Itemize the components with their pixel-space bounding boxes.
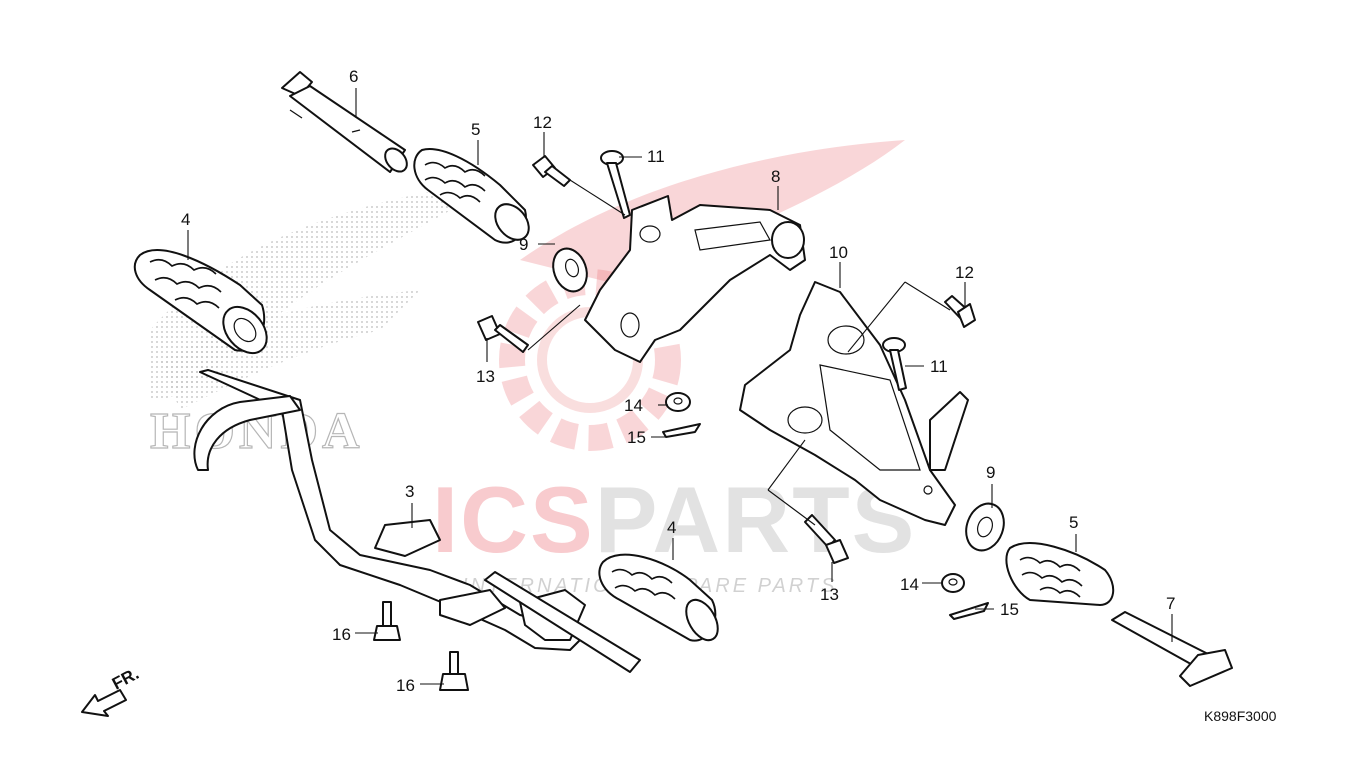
front-arrow-icon [81,689,127,717]
callout-16-lower: 16 [396,676,415,695]
part-7-pin-right [1111,611,1233,687]
callout-7: 7 [1166,594,1175,613]
callout-13-lower: 13 [820,585,839,604]
callout-14-lower: 14 [900,575,919,594]
part-4-footpeg-rubber-left [133,249,268,355]
part-13-bolt-upper [477,315,529,353]
callout-8: 8 [771,167,780,186]
part-11-pin-right [882,337,907,391]
callout-6: 6 [349,67,358,86]
part-3-step-bar [193,369,641,673]
part-6-pin [281,71,408,173]
part-5-footpeg-rubber-right [1005,542,1115,606]
callout-11-top: 11 [647,147,665,166]
part-9-washer-right [965,502,1005,552]
part-5-footpeg-rubber [413,148,530,244]
callout-14-upper: 14 [624,396,643,415]
part-8-step-holder [584,195,806,363]
callout-15-lower: 15 [1000,600,1019,619]
part-16-bolt-lower [439,651,469,691]
part-14-nut-upper [665,392,691,412]
callout-9-right: 9 [986,463,995,482]
part-15-cotter-pin-lower [949,602,989,620]
callout-5-right: 5 [1069,513,1078,532]
callout-12-top: 12 [533,113,552,132]
callout-10: 10 [829,243,848,262]
front-direction-label: FR. [109,664,142,694]
callout-4-center: 4 [667,518,676,537]
diagram-code: K898F3000 [1204,708,1277,724]
part-12-bolt-right [944,295,976,328]
callout-4-left: 4 [181,210,190,229]
part-15-cotter-pin-upper [662,423,701,438]
part-11-pin-top [600,150,631,219]
callout-16-upper: 16 [332,625,351,644]
leader-lines [187,88,1173,685]
callouts: 6 5 12 11 8 4 9 10 12 13 11 14 15 3 9 4 … [181,67,1175,695]
callout-5-top: 5 [471,120,480,139]
watermark-gear-icon [499,269,681,451]
part-4-footpeg-rubber-center [598,553,719,642]
callout-9-top: 9 [519,235,528,254]
part-9-washer-top [552,247,588,293]
front-direction-indicator: FR. [81,664,142,717]
part-14-nut-lower [941,573,965,593]
callout-3: 3 [405,482,414,501]
callout-12-right: 12 [955,263,974,282]
part-12-bolt-top [532,155,571,187]
callout-15-upper: 15 [627,428,646,447]
part-16-bolt-upper [373,601,401,641]
callout-11-right: 11 [930,357,948,376]
callout-13-upper: 13 [476,367,495,386]
